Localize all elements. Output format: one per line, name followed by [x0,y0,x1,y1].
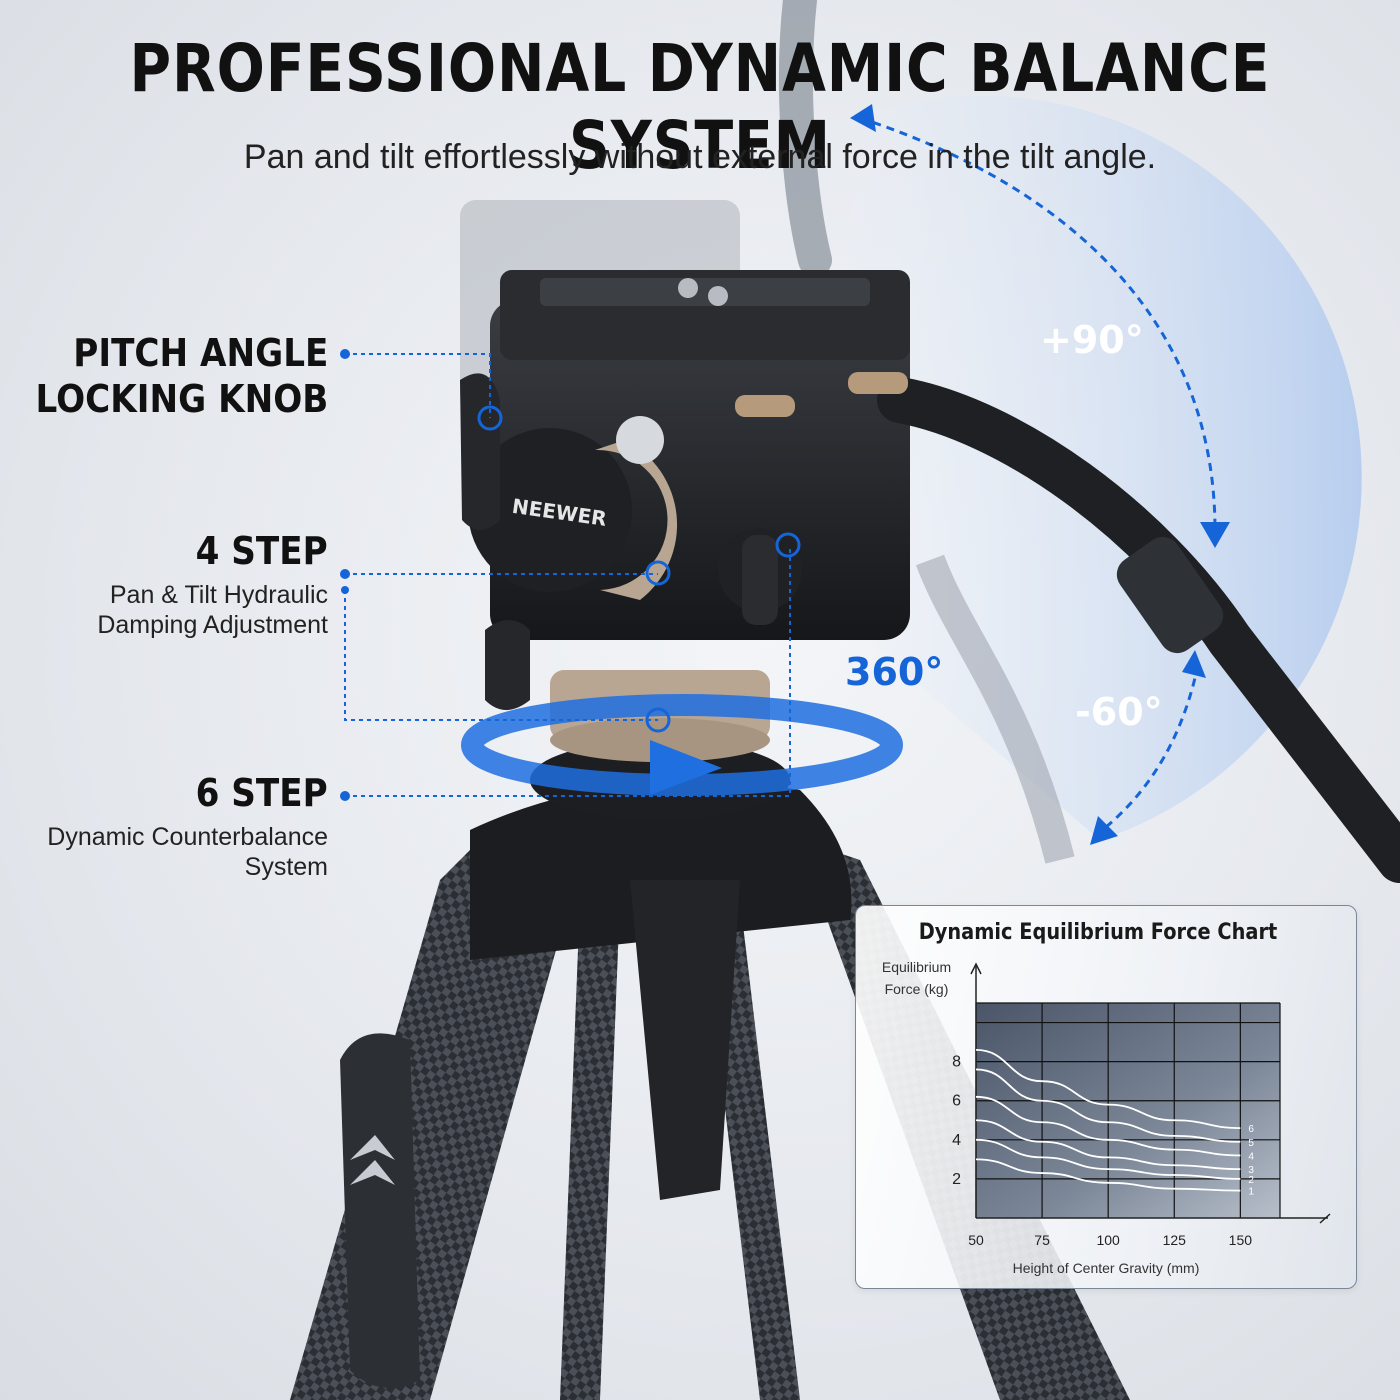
callout-dots [340,349,350,801]
pan-rotation-ring [461,694,903,796]
chart-xtick-label: 150 [1229,1232,1253,1248]
force-chart-card: Dynamic Equilibrium Force Chart Equilibr… [855,905,1357,1289]
chart-series-label: 4 [1248,1151,1254,1162]
chart-series-line [975,1158,1241,1192]
chart-title: Dynamic Equilibrium Force Chart [918,920,1278,945]
callout-6-step-heading: 6 STEP [195,771,328,815]
chart-xtick-label: 125 [1163,1232,1187,1248]
callout-targets [477,405,801,733]
chart-plot-area [976,1003,1280,1218]
angle-down-label: -60° [1075,690,1163,734]
callout-pitch-line1: PITCH ANGLE [72,331,328,375]
callout-4-step: 4 STEP Pan & Tilt Hydraulic Damping Adju… [97,528,328,640]
angle-pan-label: 360° [845,650,944,694]
chart-x-axis-arrow [1319,1213,1331,1224]
callout-pitch-knob: PITCH ANGLE LOCKING KNOB [3,330,328,422]
callout-4-step-heading: 4 STEP [195,529,328,573]
chart-ytick-label: 4 [952,1132,961,1149]
callout-lines [344,353,791,797]
page-subtitle: Pan and tilt effortlessly without extern… [243,138,1157,176]
chart-series-label: 2 [1248,1175,1254,1186]
chart-series-label: 5 [1248,1138,1254,1149]
chart-ylabel-line1: Equilibrium [881,959,952,975]
callout-6-step-desc1: Dynamic Counterbalance [47,823,328,851]
chart-series-line [975,1049,1241,1129]
chart-series-label: 6 [1248,1124,1254,1135]
ghost-handle [778,0,832,277]
chart-series-label: 1 [1248,1187,1254,1198]
chart-series-label: 3 [1248,1165,1254,1176]
chart-series-line [975,1138,1241,1180]
chart-ytick-label: 8 [952,1054,961,1071]
leg-center-left [560,900,620,1400]
page-title: PROFESSIONAL DYNAMIC BALANCE SYSTEM [129,30,1271,184]
callout-4-step-desc1: Pan & Tilt Hydraulic [109,581,328,609]
chart-series-line [975,1095,1241,1157]
chart-xtick-label: 75 [1034,1232,1050,1248]
callout-4-step-desc2: Damping Adjustment [97,611,328,639]
angle-up-label: +90° [1040,318,1144,362]
callout-6-step-desc2: System [244,853,328,881]
chart-ylabel: Equilibrium Force (kg) [874,956,959,1000]
chart-ytick-label: 2 [952,1171,961,1188]
chart-y-axis-arrow [970,962,982,975]
chart-xtick-label: 50 [968,1232,984,1248]
callout-pitch-line2: LOCKING KNOB [35,377,328,421]
chart-xtick-label: 100 [1096,1232,1120,1248]
chart-ylabel-line2: Force (kg) [884,981,949,997]
tilt-arc-down [1099,664,1200,834]
callout-6-step: 6 STEP Dynamic Counterbalance System [47,770,328,882]
chart-series-line [975,1068,1241,1143]
chart-ytick-label: 6 [952,1093,961,1110]
chart-series-line [975,1119,1241,1171]
chart-xlabel: Height of Center Gravity (mm) [1012,1260,1200,1276]
